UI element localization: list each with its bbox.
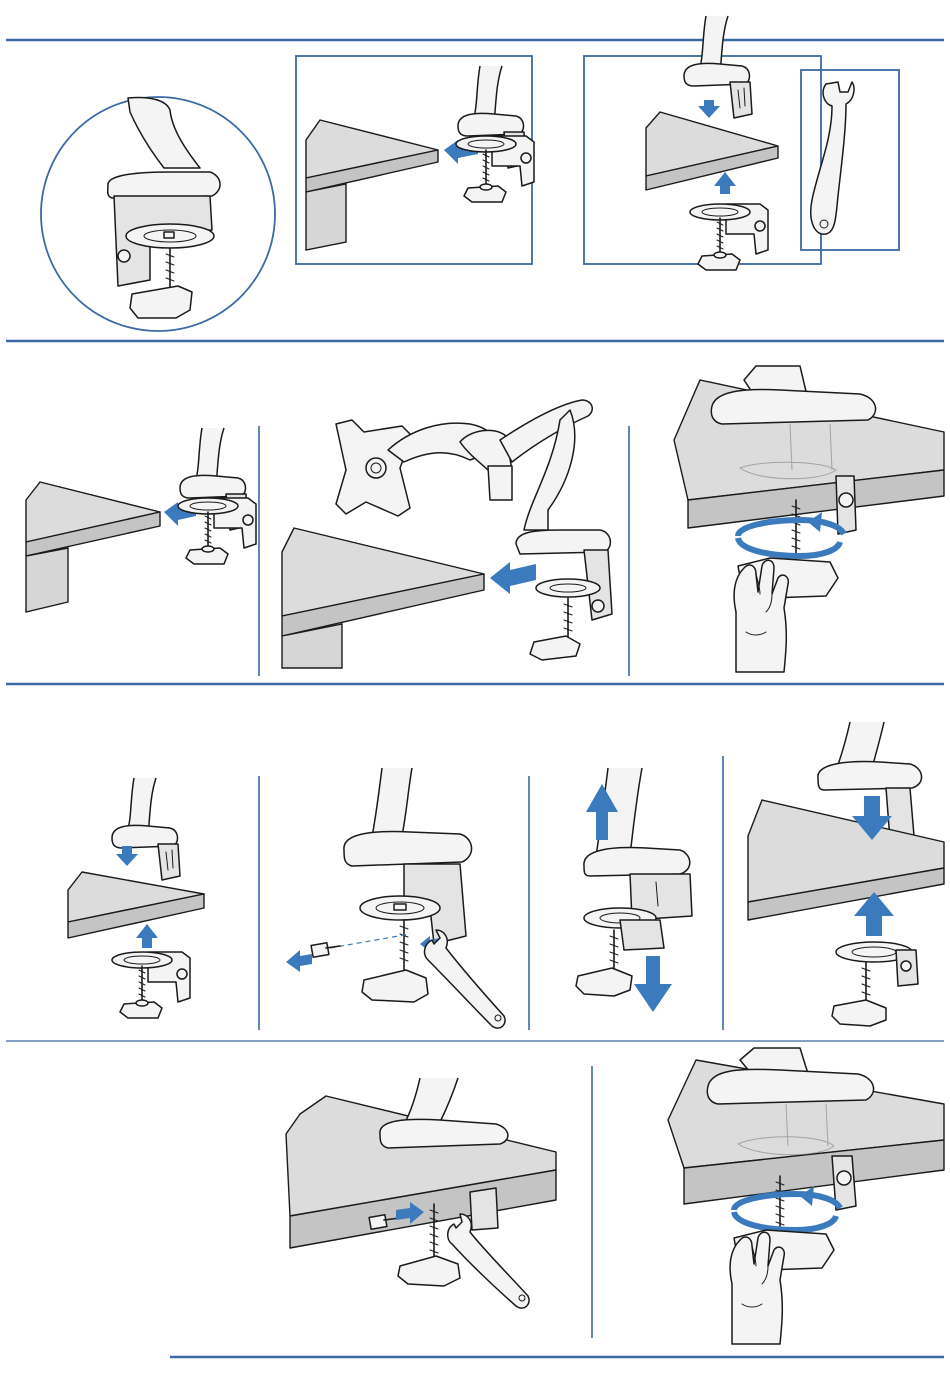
clamp-detail-circle (41, 97, 275, 331)
separate-clamp-parts (576, 768, 692, 1012)
clamp-exploded-with-wrench (646, 16, 778, 270)
tighten-knob-underside (674, 366, 944, 672)
reassemble-through-desk (748, 722, 944, 1026)
clamp-slide-onto-desk (306, 66, 534, 250)
insert-bolt-with-wrench-under-desk (286, 1078, 556, 1308)
bolt-icon (311, 943, 340, 958)
arrow-icon (714, 172, 736, 194)
clamp-slide-onto-desk-small (26, 428, 256, 612)
wrench-icon (425, 930, 506, 1028)
arm-slide-onto-desk (282, 400, 612, 668)
arrow-icon (634, 956, 672, 1012)
arrow-icon (136, 924, 158, 948)
arrow-icon (490, 562, 536, 594)
arrow-icon (286, 950, 312, 972)
wrench-icon (811, 82, 854, 234)
clamp-exploded-small (68, 778, 204, 1018)
arrow-icon (116, 846, 138, 866)
tighten-knob-underside-final (668, 1048, 944, 1344)
arrow-icon (698, 100, 720, 118)
remove-bolt-with-wrench (286, 768, 505, 1028)
